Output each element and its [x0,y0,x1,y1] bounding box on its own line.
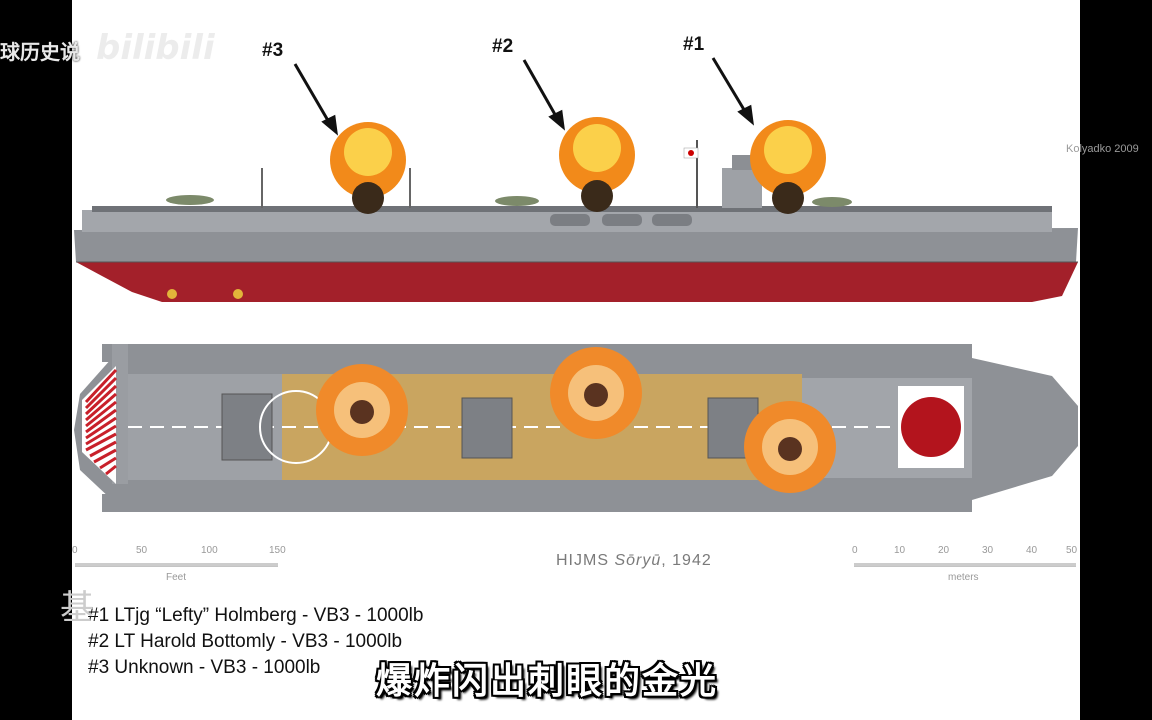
hit-arrows [293,57,754,136]
hit-label-1: #1 [683,34,705,55]
elevator-aft [221,393,273,461]
top-explosions [316,347,836,493]
video-subtitle: 爆炸闪出刺眼的金光 [376,661,719,702]
scale-bar-meters [854,563,1076,567]
feet-tick-50: 50 [136,545,148,556]
legend-hit-1: #1 LTjg “Lefty” Holmberg - VB3 - 1000lb [88,605,424,626]
side-bays [550,214,692,226]
stern-stripes [82,366,118,484]
channel-watermark: 球历史说 [0,40,80,64]
bilibili-logo: bilibili [96,28,215,68]
propellers [167,289,243,299]
meters-tick-40: 40 [1026,545,1038,556]
rising-sun [901,397,961,457]
hit-label-2: #2 [492,36,514,57]
arrow-3 [293,63,332,125]
scale-bar-feet [75,563,278,567]
legend-hit-2: #2 LT Harold Bottomly - VB3 - 1000lb [88,631,403,652]
arrow-3-head [321,114,338,136]
hull-red [76,262,1078,302]
flag-disc [688,150,694,156]
flight-deck-edge [92,206,1052,212]
artist-credit: Kolyadko 2009 [1066,143,1139,155]
arrow-2-head [548,109,565,131]
arrow-2 [522,59,559,119]
feet-tick-100: 100 [201,545,218,556]
side-explosions [330,117,826,214]
ship-side-profile [74,117,1078,302]
partial-caption-char: 基 [60,588,94,628]
ship-top-view [74,344,1078,512]
meters-tick-0: 0 [852,545,858,556]
meters-tick-10: 10 [894,545,906,556]
feet-tick-150: 150 [269,545,286,556]
hit-label-3: #3 [262,40,284,61]
feet-unit: Feet [166,572,187,583]
island-top [732,155,754,170]
arrow-1-head [737,104,754,126]
ship-diagram [74,57,1078,567]
arrow-1 [711,57,748,114]
meters-tick-30: 30 [982,545,994,556]
meters-unit: meters [948,572,979,583]
side-aircraft [166,195,852,207]
diagram-frame: Kolyadko 2009 #3 #2 #1 HIJMS Sōryū, 1942… [72,0,1139,720]
legend-hit-3: #3 Unknown - VB3 - 1000lb [88,657,321,678]
meters-tick-50: 50 [1066,545,1078,556]
feet-tick-0: 0 [72,545,78,556]
elevator-mid [461,397,513,459]
ship-caption: HIJMS Sōryū, 1942 [556,552,712,569]
meters-tick-20: 20 [938,545,950,556]
hull-grey [74,228,1078,262]
